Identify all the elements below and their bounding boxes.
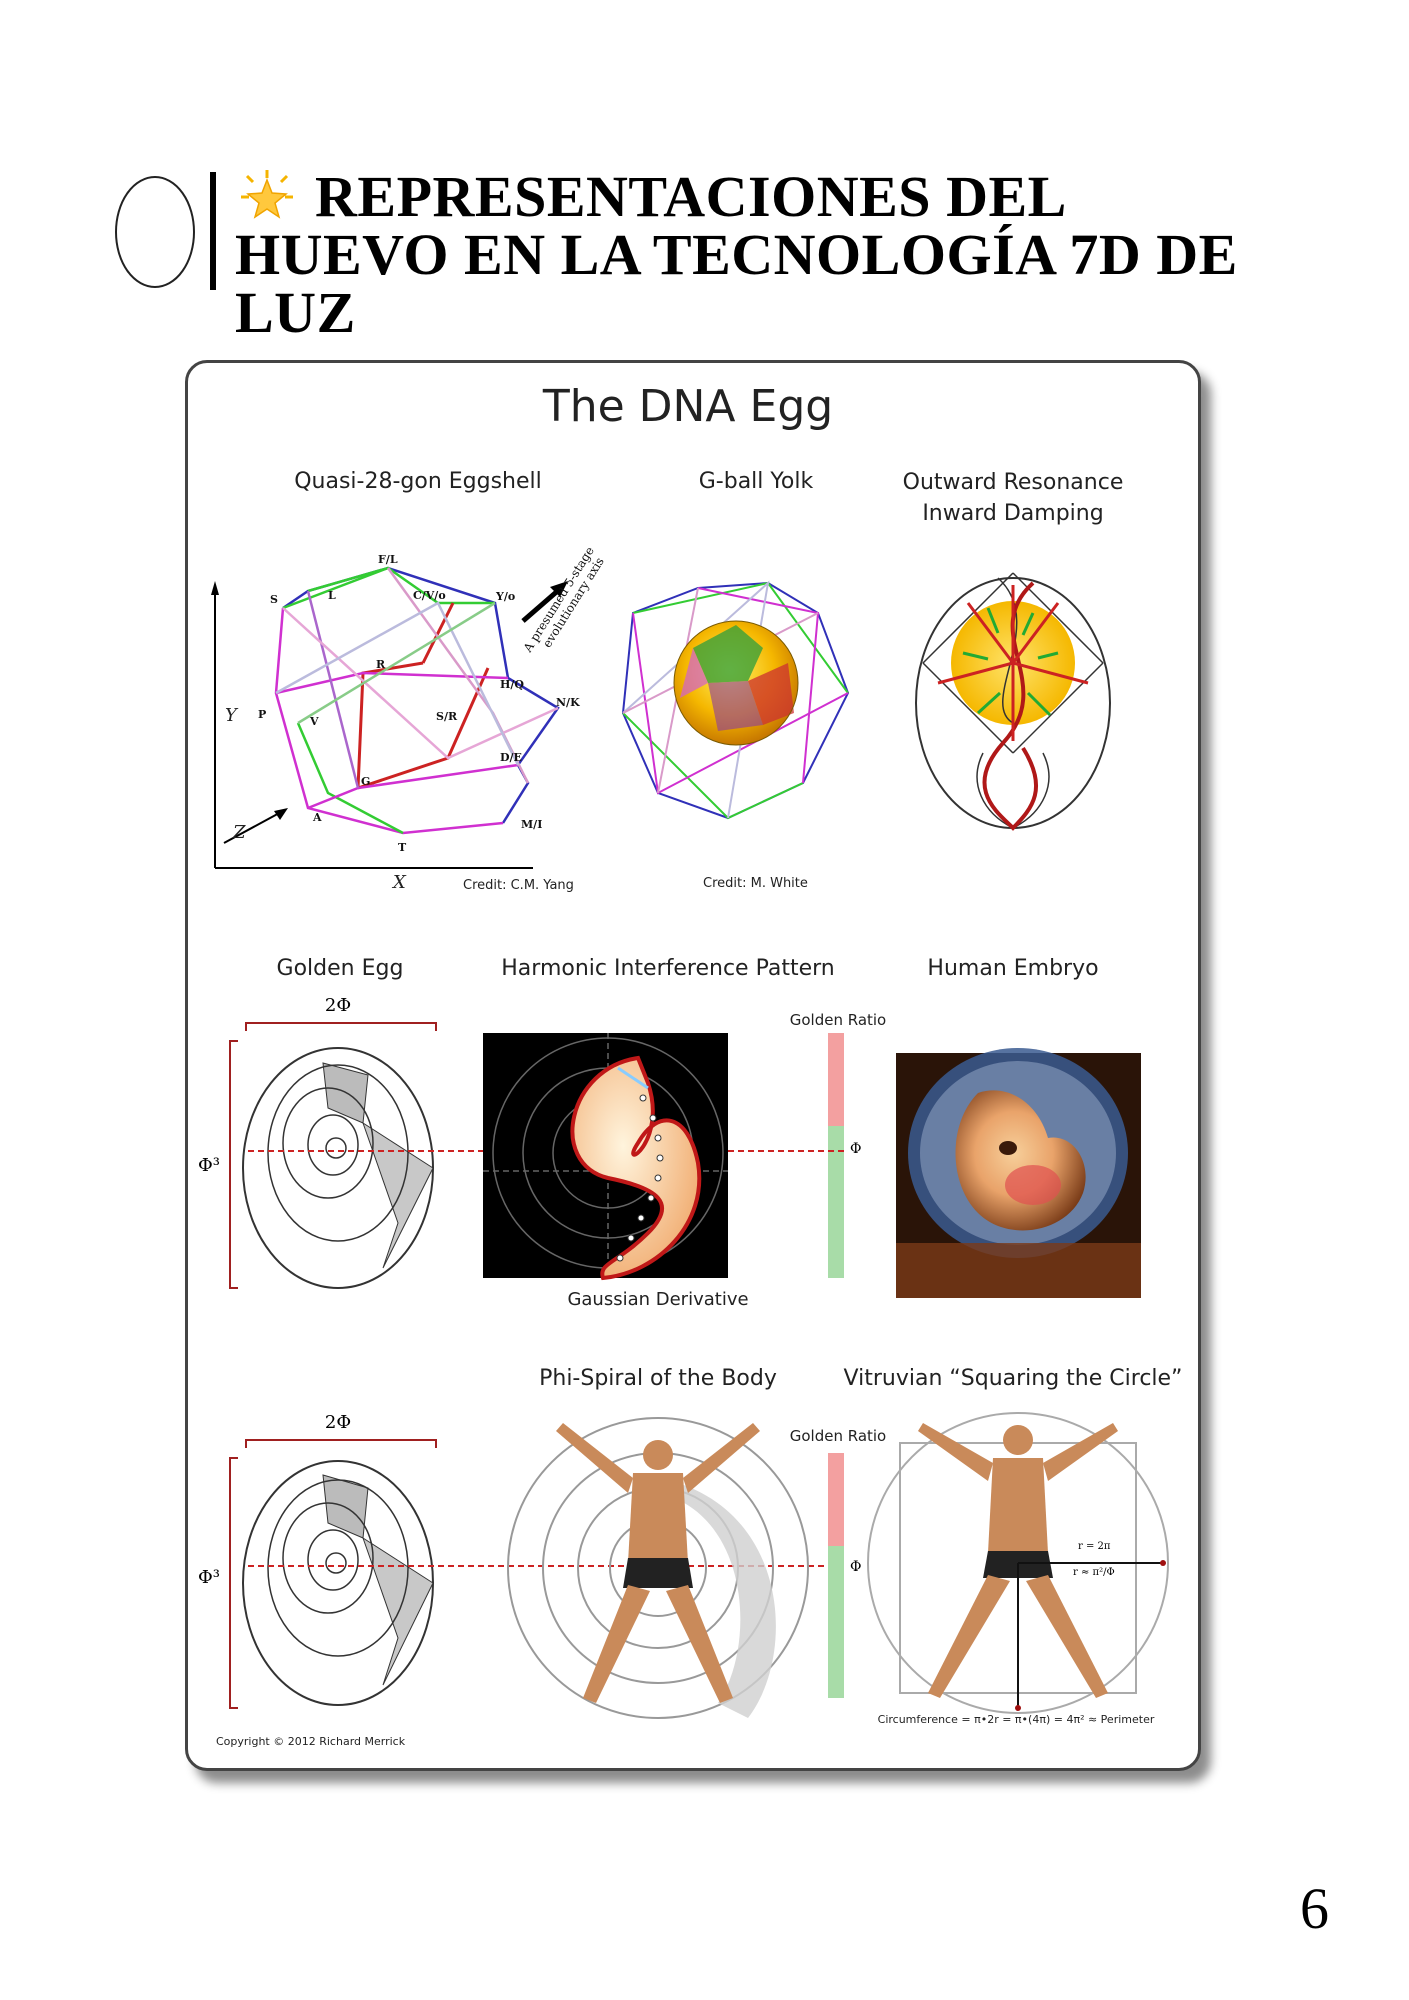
vitruvian-formula: Circumference = π•2r = π•(4π) = 4π² ≈ Pe…	[878, 1713, 1155, 1726]
golden-egg-2-height-label: Φ³	[198, 1567, 220, 1588]
vertex-label: G	[361, 775, 370, 788]
golden-egg-height-label: Φ³	[198, 1155, 220, 1176]
vitruvian-r-label-1: r = 2π	[1078, 1541, 1111, 1552]
svg-text:A presumed 5-stage evolu: A presumed 5-stage evolutionary axis	[520, 541, 611, 663]
eggshell-diagram: F/L S L C/V/o Y/o R H/Q N/K P V S/R D/E …	[211, 541, 611, 893]
embryo-image	[896, 1048, 1141, 1298]
vertex-label: H/Q	[500, 678, 524, 691]
vitruvian-title: Vitruvian “Squaring the Circle”	[844, 1366, 1183, 1391]
harmonic-ratio-label: Golden Ratio	[790, 1011, 887, 1029]
eggshell-credit: Credit: C.M. Yang	[463, 878, 574, 893]
egg-outline-icon	[115, 176, 195, 288]
title-line-2: HUEVO EN LA TECNOLOGÍA 7D DE	[235, 222, 1238, 287]
eggshell-title: Quasi-28-gon Eggshell	[294, 469, 542, 494]
title-line-3: LUZ	[235, 280, 356, 345]
figure-title: The DNA Egg	[542, 381, 833, 432]
vertex-label: T	[398, 841, 407, 854]
vitruvian-r-label-2: r ≈ π²/Φ	[1073, 1567, 1115, 1578]
vertex-label: N/K	[556, 696, 580, 709]
page-number: 6	[1300, 1876, 1329, 1941]
vertex-label: A	[312, 811, 322, 824]
title-line-1: REPRESENTACIONES DEL	[315, 164, 1067, 229]
vertex-label: M/I	[521, 818, 542, 831]
page-title: REPRESENTACIONES DEL HUEVO EN LA TECNOLO…	[235, 168, 1315, 342]
vertex-label: C/V/o	[413, 589, 446, 602]
phi-spiral-title: Phi-Spiral of the Body	[539, 1366, 777, 1391]
resonance-diagram	[915, 572, 1111, 831]
axis-y-label: Y	[225, 705, 239, 726]
vertex-label: V	[309, 715, 319, 728]
golden-egg-diagram: 2Φ Φ³	[198, 995, 658, 1289]
resonance-title-1: Outward Resonance	[903, 470, 1124, 495]
golden-egg-2-width-label: 2Φ	[325, 1412, 351, 1433]
title-divider	[210, 172, 216, 290]
axis-z-label: Z	[232, 822, 246, 843]
vertex-label: S/R	[436, 710, 458, 723]
yolk-credit: Credit: M. White	[703, 876, 808, 891]
embryo-title: Human Embryo	[927, 956, 1098, 981]
copyright: Copyright © 2012 Richard Merrick	[216, 1735, 406, 1748]
vertex-label: P	[258, 708, 266, 721]
harmonic-caption: Gaussian Derivative	[567, 1289, 748, 1310]
vertex-label: Y/o	[495, 590, 515, 603]
human-figure	[556, 1423, 760, 1703]
glowing-star-icon	[235, 168, 299, 226]
vertex-label: F/L	[378, 553, 398, 566]
phi-spiral-diagram: Golden Ratio Φ	[507, 1417, 887, 1719]
axis-x-label: X	[391, 872, 407, 893]
phi-spiral-ratio-label: Golden Ratio	[790, 1427, 887, 1445]
dna-egg-figure: The DNA Egg Quasi-28-gon Eggshell G-ball…	[185, 360, 1201, 1771]
golden-egg-width-label: 2Φ	[325, 995, 351, 1016]
vitruvian-figure	[918, 1423, 1118, 1698]
harmonic-phi: Φ	[850, 1141, 861, 1157]
golden-egg-title: Golden Egg	[277, 956, 404, 981]
vitruvian-diagram: r = 2π r ≈ π²/Φ Circumference = π•2r = π…	[867, 1412, 1169, 1726]
harmonic-diagram: Gaussian Derivative Golden Ratio Φ	[483, 1011, 886, 1310]
vertex-label: S	[270, 593, 278, 606]
vertex-label: R	[376, 658, 386, 671]
yolk-title: G-ball Yolk	[699, 469, 814, 494]
yolk-diagram: Credit: M. White	[621, 580, 850, 891]
golden-egg-diagram-2: 2Φ Φ³	[198, 1412, 848, 1709]
resonance-title-2: Inward Damping	[922, 501, 1103, 526]
vertex-label: L	[328, 589, 336, 602]
vertex-label: D/E	[500, 751, 522, 764]
phi-spiral-phi: Φ	[850, 1559, 861, 1575]
harmonic-title: Harmonic Interference Pattern	[501, 956, 834, 981]
